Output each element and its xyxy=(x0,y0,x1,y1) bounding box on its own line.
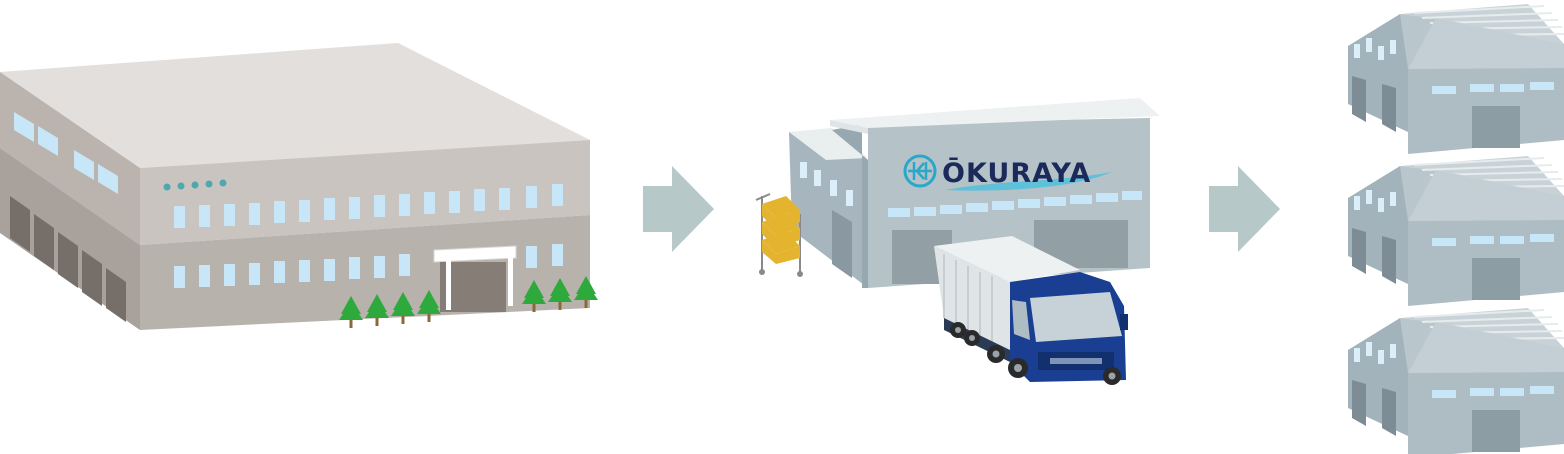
warehouse-icon xyxy=(1347,307,1564,454)
warehouse-with-truck-icon: ŌKURAYA xyxy=(755,98,1160,385)
arrow-right-icon xyxy=(643,166,714,252)
cart-icon xyxy=(755,193,803,277)
warehouse-icon xyxy=(1347,3,1564,155)
factory-building-icon xyxy=(0,43,598,330)
arrow-right-icon xyxy=(1209,166,1280,252)
okuraya-logo-icon xyxy=(903,154,1112,191)
warehouse-icon xyxy=(1347,155,1564,307)
truck-icon xyxy=(934,236,1128,385)
brand-name: ŌKURAYA xyxy=(942,157,1091,189)
